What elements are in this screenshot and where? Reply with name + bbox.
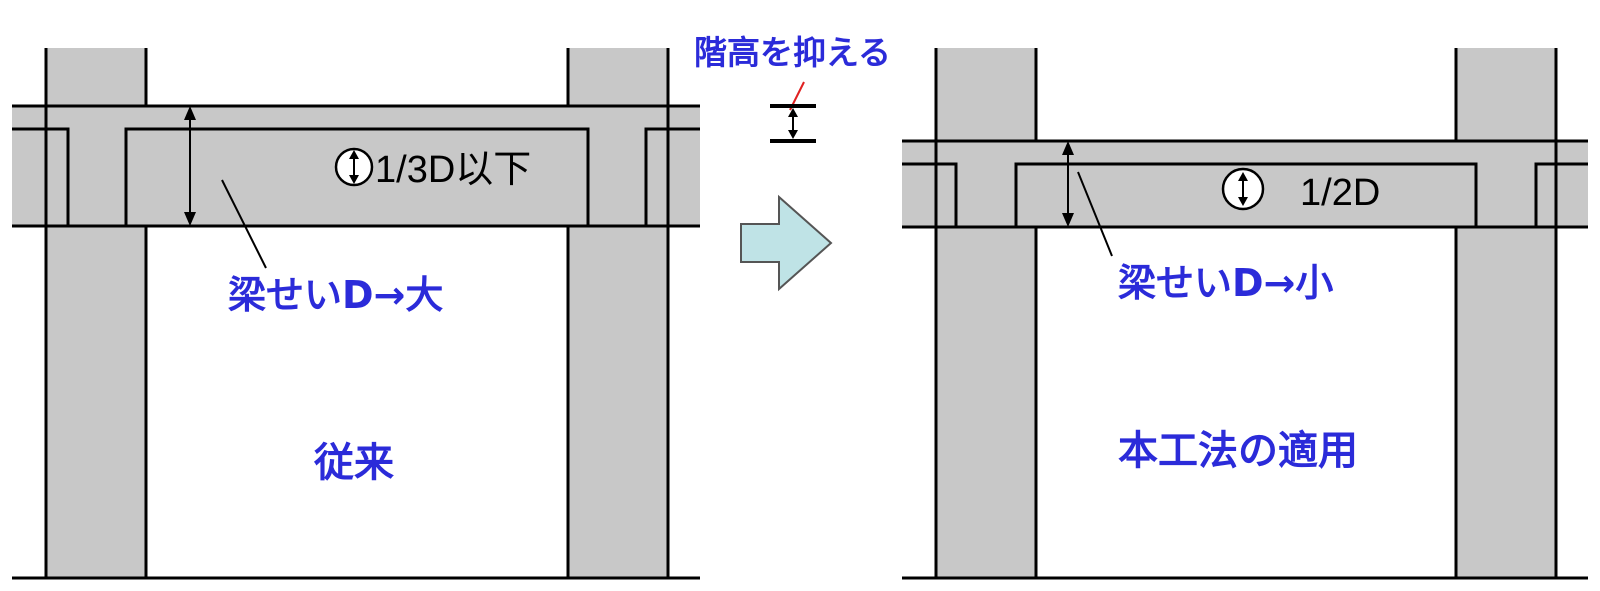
- right-leader-line: [1077, 171, 1113, 257]
- right-opening-ratio-label: 1/2D: [1300, 172, 1380, 214]
- right-caption: 本工法の適用: [1118, 428, 1358, 474]
- left-beam-depth-label: 梁せいD→大: [228, 273, 443, 317]
- left-column-left: [46, 48, 146, 578]
- conventional-frame: 1/3D以下 梁せいD→大 従来: [12, 48, 700, 580]
- story-height-reduction: 階高を抑える: [694, 33, 891, 292]
- circular-opening-icon: [1221, 167, 1265, 211]
- proposed-frame: 1/2D 梁せいD→小 本工法の適用: [902, 48, 1588, 580]
- right-column-left: [936, 48, 1036, 578]
- left-beam-depth-dimension: [184, 106, 196, 226]
- right-arrow-icon: [740, 194, 833, 292]
- right-column-right: [1456, 48, 1556, 578]
- right-beam-depth-dimension: [1062, 141, 1074, 227]
- left-column-right: [568, 48, 668, 578]
- left-opening-ratio-label: 1/3D以下: [375, 149, 531, 191]
- right-beam-depth-label: 梁せいD→小: [1118, 261, 1333, 305]
- story-height-label: 階高を抑える: [694, 33, 891, 72]
- height-difference-dimension: [770, 104, 816, 143]
- circular-opening-icon: [334, 147, 374, 187]
- left-caption: 従来: [313, 440, 394, 486]
- left-leader-line: [221, 179, 267, 269]
